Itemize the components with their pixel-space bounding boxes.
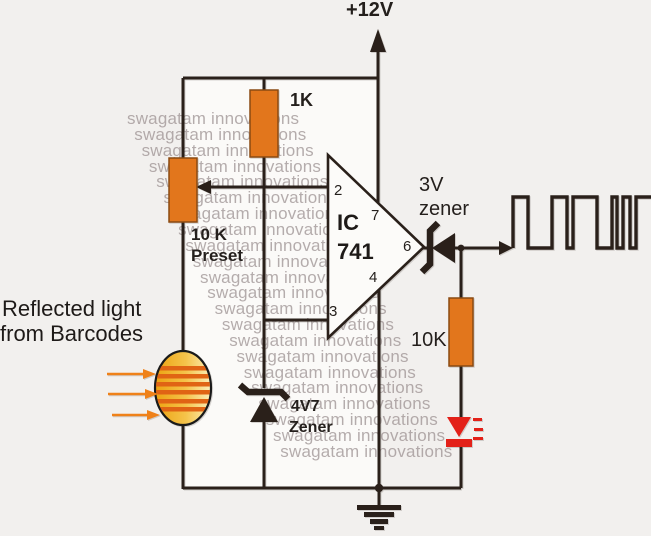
opamp-triangle-symbol [326, 151, 426, 342]
led-light-dash [473, 418, 482, 421]
ldr-body [153, 349, 213, 427]
ldr-icon [153, 349, 213, 427]
pin2-label: 2 [334, 182, 343, 199]
led-light-dash [473, 437, 483, 440]
led-cathode-bar [446, 439, 472, 447]
supply-label: +12V [346, 0, 394, 21]
resistor-10k-preset [168, 157, 198, 223]
ic-label-line1: IC [337, 210, 359, 235]
ldr-stripes [156, 366, 210, 412]
zener-4v7-label-line2: Zener [289, 419, 333, 436]
resistor-1k [249, 89, 279, 158]
zener-4v7-cathode-bar [237, 382, 291, 402]
light-caption-line2: from Barcodes [0, 321, 144, 346]
pin6-label: 6 [403, 238, 412, 255]
resistor-10k-output [448, 297, 474, 367]
resistor-1k-label: 1K [290, 90, 314, 110]
led-triangle [447, 417, 471, 437]
zener-3v-label-line1: 3V [419, 174, 444, 196]
zener-4v7-anode-triangle [250, 397, 278, 422]
resistor-10k-label: 10K [411, 329, 447, 351]
light-caption-line1: Reflected light [2, 296, 142, 321]
junction-dot [457, 244, 465, 252]
led-icon [446, 417, 483, 447]
zener-3v-label-line2: zener [419, 198, 470, 220]
preset-wiper-arrow-icon [196, 180, 211, 194]
preset-value-label: 10 K [191, 225, 227, 244]
zener-4v7-label-line1: 4V7 [291, 398, 320, 415]
supply-arrow-icon [370, 29, 386, 52]
preset-name-label: Preset [191, 246, 243, 265]
pin3-label: 3 [329, 303, 338, 320]
output-square-wave [511, 195, 651, 250]
light-arrowhead-icon [147, 410, 160, 420]
zener-3v-icon [419, 220, 455, 275]
light-arrowhead-icon [145, 389, 158, 399]
zener-4v7-icon [237, 382, 291, 422]
led-light-dash [474, 428, 483, 431]
light-arrows [107, 369, 160, 420]
light-arrowhead-icon [143, 369, 156, 379]
ground-icon [357, 505, 401, 530]
zener-3v-cathode-bar [419, 220, 441, 275]
ic-label-line2: 741 [337, 239, 374, 264]
pin4-label: 4 [369, 269, 378, 286]
output-arrow-icon [499, 241, 513, 255]
zener-3v-anode-triangle [432, 233, 455, 263]
wires [181, 50, 503, 506]
junction-dot [374, 483, 384, 493]
pin7-label: 7 [371, 207, 380, 224]
